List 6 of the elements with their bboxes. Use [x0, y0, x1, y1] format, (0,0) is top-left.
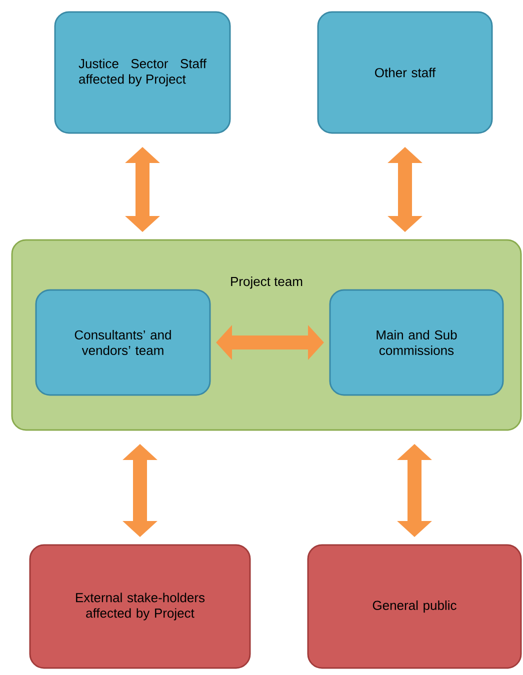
process-box: Main and Sub commissions — [329, 289, 504, 396]
process-box: Consultants’ and vendors’ team — [35, 289, 211, 396]
process-box: External stake-holders affected by Project — [29, 544, 251, 669]
process-box: General public — [307, 544, 522, 669]
process-box: Justice Sector Staff affected by Project — [54, 11, 231, 134]
process-box: Other staff — [317, 11, 493, 134]
